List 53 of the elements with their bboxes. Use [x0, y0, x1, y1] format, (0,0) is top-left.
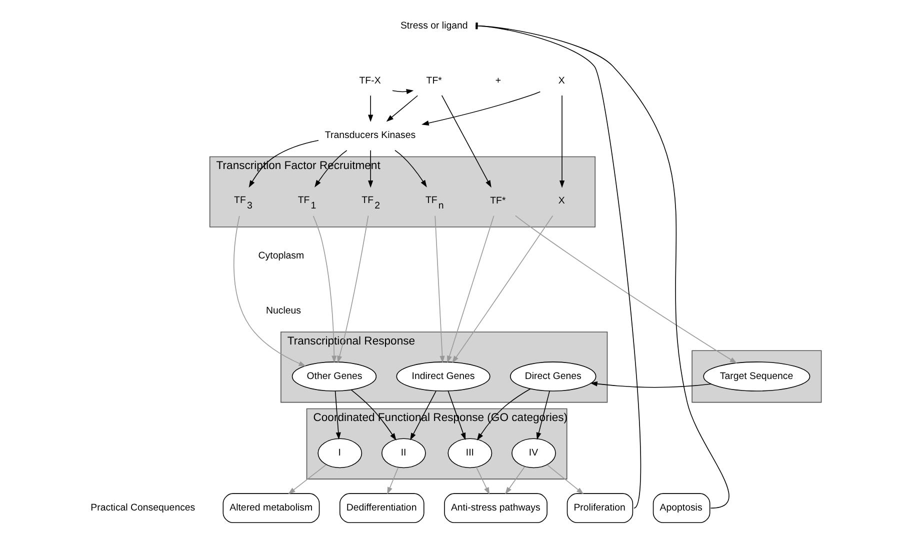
node-ellipse: Direct Genes [510, 362, 596, 392]
arrow [386, 467, 398, 494]
cluster [691, 350, 822, 403]
label: Nucleus [265, 306, 300, 317]
arrow [312, 216, 336, 363]
arrow [440, 95, 491, 188]
arrow [421, 91, 540, 126]
arrow [536, 390, 550, 440]
arrow [452, 215, 553, 364]
arrow [590, 381, 712, 388]
label: Practical Consequences [90, 502, 195, 514]
label: + [494, 75, 501, 86]
arrow [558, 95, 564, 188]
node-ellipse: IV [511, 438, 556, 468]
node-ellipse: I [317, 438, 362, 468]
node-ellipse: II [380, 438, 426, 468]
node-ellipse: Target Sequence [702, 362, 810, 392]
node-text: TF* [490, 196, 506, 207]
arrow [546, 464, 584, 494]
connector [474, 22, 729, 509]
arrow [288, 464, 326, 494]
arrow [248, 140, 318, 188]
arrow [392, 89, 414, 94]
arrow [446, 216, 494, 364]
node-text: X [558, 75, 564, 86]
connector [474, 22, 640, 509]
label: Cytoplasm [258, 250, 304, 262]
arrow [386, 95, 418, 122]
node-box: Altered metabolism [222, 493, 320, 524]
node-text: Transducers Kinases [324, 130, 416, 142]
node-text: X [558, 196, 564, 207]
arrow [233, 216, 306, 366]
node-text: TF* [426, 75, 442, 86]
arrow [476, 388, 530, 441]
node-box: Dedifferentiation [338, 493, 424, 524]
arrow [394, 150, 426, 188]
node-text: TF-X [358, 75, 380, 86]
node-ellipse: III [447, 438, 492, 468]
arrow [475, 466, 490, 495]
arrow [514, 215, 737, 364]
arrow [410, 390, 436, 440]
arrow [447, 390, 466, 440]
arrow [504, 466, 525, 494]
arrow [434, 216, 444, 364]
node-box: Apoptosis [652, 493, 710, 524]
arrow [336, 215, 368, 364]
node-ellipse: Indirect Genes [396, 362, 490, 392]
arrow [350, 390, 396, 441]
node-box: Anti-stress pathways [444, 493, 547, 524]
arrow [368, 95, 373, 122]
node-box: Proliferation [566, 493, 633, 524]
node-text: Stress or ligand [400, 20, 468, 32]
arrow [334, 390, 340, 440]
